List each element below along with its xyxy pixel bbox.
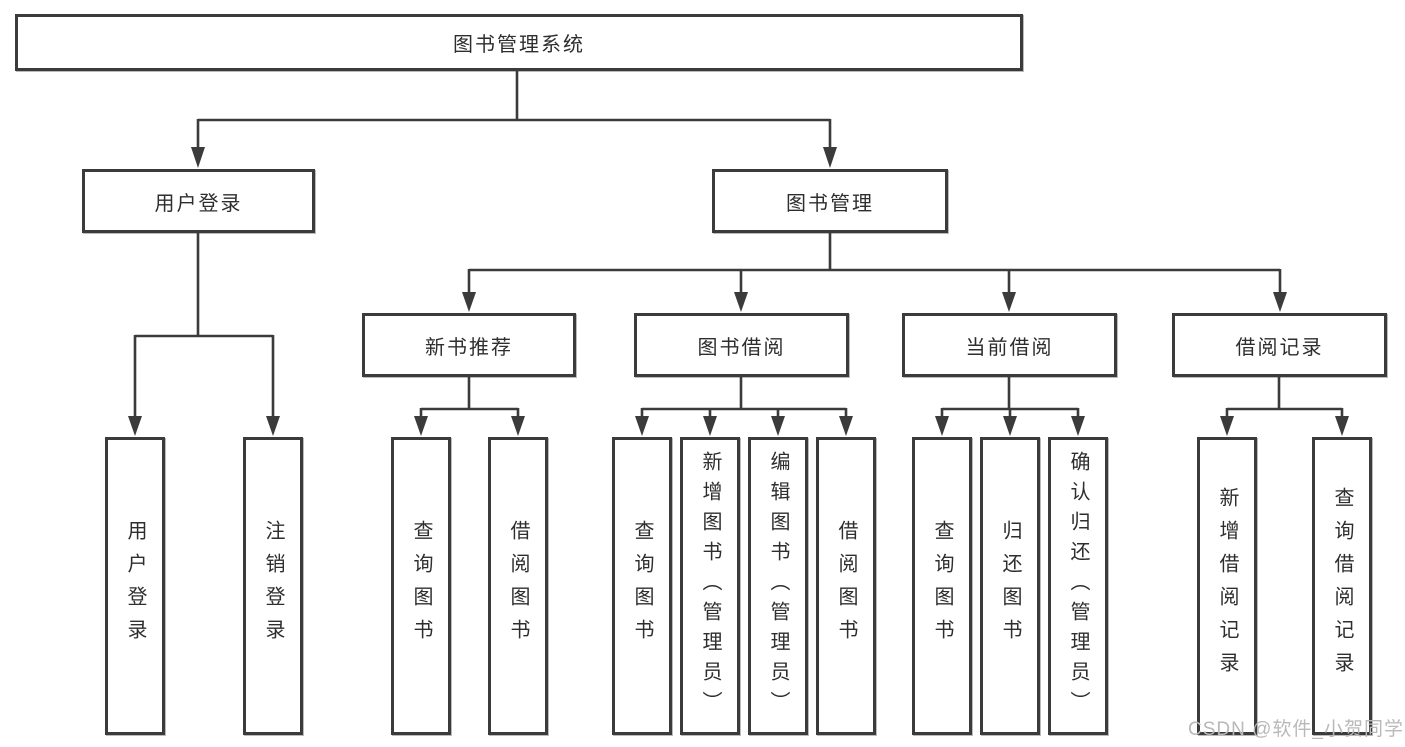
leaf-label: 注销登录 xyxy=(262,520,284,652)
leaf-edit-books-admin: 编辑图书（管理员） xyxy=(748,437,808,735)
leaf-logout: 注销登录 xyxy=(243,437,303,735)
node-book-management: 图书管理 xyxy=(712,169,948,233)
leaf-add-borrow-record: 新增借阅记录 xyxy=(1197,437,1257,735)
leaf-query-books-recommend: 查询图书 xyxy=(391,437,451,735)
node-label: 图书管理系统 xyxy=(453,34,585,56)
leaf-return-books: 归还图书 xyxy=(980,437,1040,735)
leaf-borrow-books-recommend: 借阅图书 xyxy=(488,437,548,735)
node-current-borrow: 当前借阅 xyxy=(902,313,1117,377)
leaf-label: 编辑图书（管理员） xyxy=(767,451,789,721)
leaf-label: 借阅图书 xyxy=(507,520,529,652)
leaf-query-borrow-record: 查询借阅记录 xyxy=(1312,437,1372,735)
leaf-confirm-return-admin: 确认归还（管理员） xyxy=(1048,437,1108,735)
leaf-label: 确认归还（管理员） xyxy=(1067,451,1089,721)
leaf-label: 归还图书 xyxy=(999,520,1021,652)
leaf-query-books-current: 查询图书 xyxy=(912,437,972,735)
leaf-label: 用户登录 xyxy=(124,520,146,652)
leaf-query-books-borrow: 查询图书 xyxy=(612,437,672,735)
leaf-label: 新增借阅记录 xyxy=(1216,487,1238,685)
node-user-login: 用户登录 xyxy=(82,169,315,233)
leaf-label: 查询借阅记录 xyxy=(1331,487,1353,685)
leaf-label: 借阅图书 xyxy=(835,520,857,652)
leaf-label: 新增图书（管理员） xyxy=(699,451,721,721)
node-root-system: 图书管理系统 xyxy=(15,14,1023,71)
node-label: 新书推荐 xyxy=(425,336,513,359)
csdn-watermark: CSDN @软件_小贺同学 xyxy=(1188,719,1404,740)
leaf-borrow-books: 借阅图书 xyxy=(816,437,876,735)
leaf-label: 查询图书 xyxy=(410,520,432,652)
node-new-book-recommend: 新书推荐 xyxy=(362,313,576,377)
node-book-borrow: 图书借阅 xyxy=(634,313,849,377)
leaf-user-login: 用户登录 xyxy=(105,437,165,735)
node-borrow-record: 借阅记录 xyxy=(1172,313,1387,377)
leaf-label: 查询图书 xyxy=(631,520,653,652)
node-label: 用户登录 xyxy=(154,192,243,215)
node-label: 当前借阅 xyxy=(965,336,1054,359)
leaf-label: 查询图书 xyxy=(931,520,953,652)
node-label: 借阅记录 xyxy=(1235,336,1324,359)
node-label: 图书管理 xyxy=(786,192,874,215)
node-label: 图书借阅 xyxy=(697,336,786,359)
leaf-add-books-admin: 新增图书（管理员） xyxy=(680,437,740,735)
